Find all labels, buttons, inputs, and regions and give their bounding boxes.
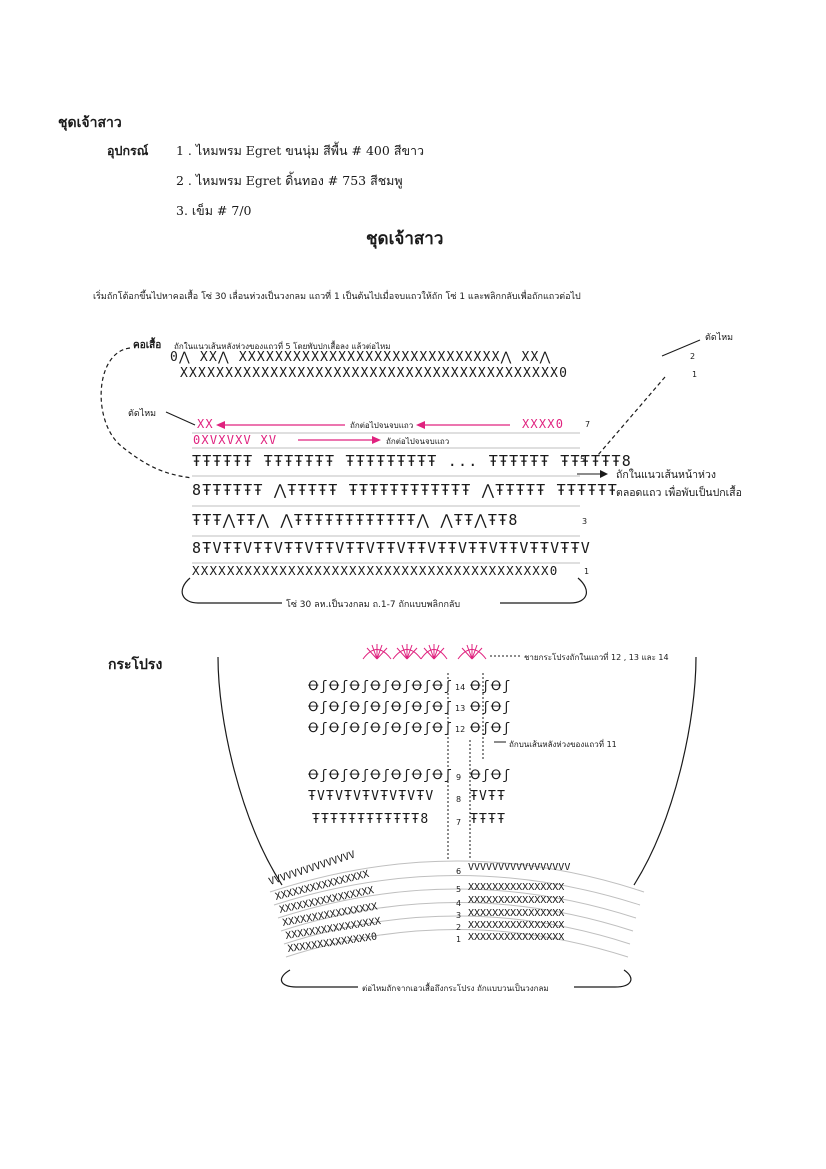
svg-text:VVVVVVVVVVVVVVVVV: VVVVVVVVVVVVVVVVV [468, 862, 570, 873]
svg-text:XXXXXXXXXXXXXXXX: XXXXXXXXXXXXXXXX [468, 895, 564, 906]
svg-text:XXXXXXXXXXXXXXXX: XXXXXXXXXXXXXXXX [468, 932, 564, 943]
svg-text:XXXXXXXXXXXXXXXX: XXXXXXXXXXXXXXXX [468, 908, 564, 919]
skirt-join-note: ต่อไหมถักจากเอวเสื้อถึงกระโปรง ถักแบบวนเ… [362, 982, 549, 995]
svg-text:XXXXXXXXXXXXXXXX: XXXXXXXXXXXXXXXX [468, 882, 564, 893]
svg-text:XXXXXXXXXXXXXXXX: XXXXXXXXXXXXXXXX [468, 920, 564, 931]
